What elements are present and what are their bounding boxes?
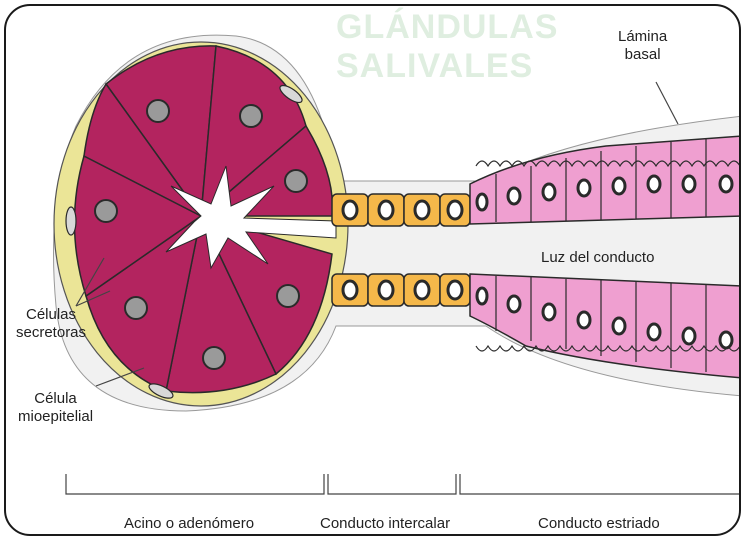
section-label-intercalar: Conducto intercalar [320, 515, 450, 533]
nucleus [277, 285, 299, 307]
nucleus [147, 100, 169, 122]
label-luz-conducto: Luz del conducto [541, 249, 654, 267]
leader-lamina-basal [656, 82, 678, 124]
section-label-estriado: Conducto estriado [538, 515, 660, 533]
label-lamina-basal: Lámina basal [618, 28, 667, 64]
nucleus [125, 297, 147, 319]
bracket-acino [66, 474, 324, 494]
nucleus [203, 347, 225, 369]
nucleus [95, 200, 117, 222]
nucleus [285, 170, 307, 192]
label-celula-mioepitelial: Célula mioepitelial [18, 390, 93, 426]
nucleus [240, 105, 262, 127]
label-celulas-secretoras: Células secretoras [16, 306, 86, 342]
bracket-intercalar [328, 474, 456, 494]
figure-frame: GLÁNDULAS SALIVALES [4, 4, 741, 536]
section-label-acino: Acino o adenómero [124, 515, 254, 533]
striated-duct-upper-wall [470, 136, 741, 224]
striated-duct-lower-wall [470, 274, 741, 378]
salivary-gland-diagram [6, 6, 741, 536]
section-brackets [66, 474, 741, 494]
bracket-estriado [460, 474, 741, 494]
myoepithelial-cell [66, 207, 76, 235]
